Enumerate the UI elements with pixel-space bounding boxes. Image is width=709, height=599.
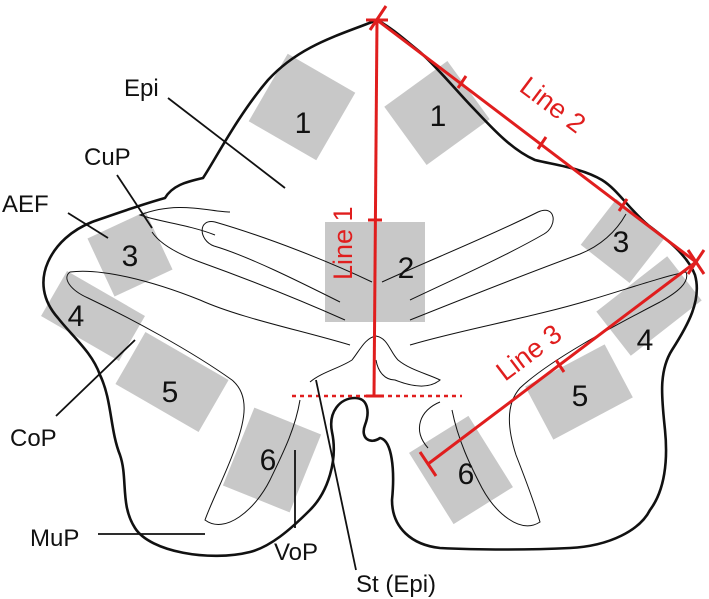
line-3-start-tick [686, 249, 706, 275]
epi-leader [167, 97, 286, 189]
region-label: 4 [637, 324, 654, 357]
region-1-left-box [248, 53, 356, 161]
line-3 [427, 260, 697, 466]
folium-right-upper [381, 209, 554, 301]
line-2-tick-a [456, 75, 468, 89]
folium-cup [138, 206, 231, 236]
folium-left-upper [201, 221, 373, 303]
line-2-tick-b [536, 136, 548, 150]
folium-right-tip [419, 401, 441, 449]
line-2-start-tick [368, 5, 388, 31]
folium-right-long [409, 271, 688, 527]
inner-folia [66, 206, 688, 527]
sample-regions [41, 53, 702, 525]
line-3-end-tick [418, 451, 438, 477]
region-label: 1 [295, 107, 312, 140]
region-3-right-box [580, 199, 666, 283]
aef-label: AEF [2, 191, 49, 218]
region-numbers: 1 1 2 3 3 4 4 5 5 6 6 [68, 100, 654, 491]
st-leader [315, 379, 357, 571]
epi-label: Epi [124, 75, 159, 102]
folium-left-long [66, 270, 351, 525]
region-5-left-box [115, 332, 229, 432]
cop-label: CoP [10, 425, 57, 452]
region-3-left-box [87, 211, 173, 297]
folium-stem [309, 335, 441, 387]
mup-label: MuP [30, 525, 79, 552]
region-label: 3 [613, 226, 630, 259]
folium-left-lower [151, 231, 346, 321]
aef-leader [67, 212, 109, 239]
region-4-right-box [596, 256, 702, 356]
cup-leader [116, 174, 153, 229]
region-label: 5 [572, 380, 589, 413]
region-label: 3 [122, 240, 139, 273]
region-label: 6 [458, 458, 475, 491]
region-label: 4 [68, 300, 85, 333]
region-5-right-box [525, 344, 633, 440]
line-3-mid-tick [554, 359, 566, 373]
region-label: 6 [260, 444, 277, 477]
st-label: St (Epi) [356, 571, 436, 598]
line-2-label: Line 2 [514, 71, 591, 139]
line-1-label: Line 1 [328, 206, 358, 280]
vop-label: VoP [274, 539, 318, 566]
region-label: 1 [430, 100, 447, 133]
measure-lines [292, 5, 706, 477]
line-2-tick-c [617, 198, 629, 212]
anatomy-labels: Epi CuP AEF CoP MuP VoP St (Epi) [2, 75, 436, 598]
line-2 [376, 18, 697, 264]
folium-right-lower [409, 213, 627, 321]
leader-lines [55, 97, 357, 571]
region-label: 2 [398, 252, 415, 285]
cop-leader [55, 339, 136, 417]
region-4-left-box [41, 270, 145, 362]
region-6-left-box [222, 407, 322, 513]
region-label: 5 [162, 376, 179, 409]
line-1 [372, 19, 379, 397]
cup-label: CuP [84, 144, 131, 171]
